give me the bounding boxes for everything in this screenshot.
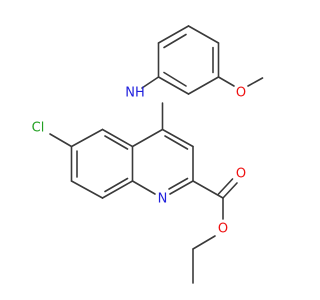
bond [70, 128, 104, 148]
bond-double-inner [163, 33, 187, 49]
bond [157, 76, 190, 95]
bond [49, 133, 73, 148]
bond [187, 76, 220, 95]
bond [157, 25, 190, 44]
bond-double-inner [168, 177, 189, 190]
bond-double-inner [217, 178, 234, 195]
bond [169, 180, 194, 195]
bonds [49, 25, 264, 284]
atom-labels: Cl NH N O O O [32, 86, 246, 237]
bond [101, 180, 134, 199]
bond-double-inner [164, 135, 189, 150]
molecule-structure: Cl NH N O O O [32, 25, 264, 284]
bond [161, 128, 194, 148]
bond [101, 128, 134, 148]
atom-label-methoxy-oxygen: O [236, 86, 246, 101]
atom-label-ester-oxygen: O [218, 222, 228, 237]
bond [217, 76, 235, 87]
bond-double-inner [104, 135, 129, 150]
bond [192, 180, 224, 199]
bond [247, 77, 264, 87]
atom-label-carbonyl-oxygen: O [236, 167, 246, 182]
bond [131, 180, 156, 195]
bond [192, 235, 216, 250]
atom-label-chlorine: Cl [32, 121, 45, 136]
bond-double-inner [104, 177, 129, 193]
atom-label-ring-nitrogen: N [158, 192, 168, 207]
bond [222, 182, 238, 199]
bond [141, 76, 160, 89]
bond-double-inner [163, 71, 187, 87]
bond [70, 180, 104, 199]
bond [131, 128, 164, 148]
atom-label-amine: NH [125, 86, 145, 101]
bond [187, 25, 220, 44]
